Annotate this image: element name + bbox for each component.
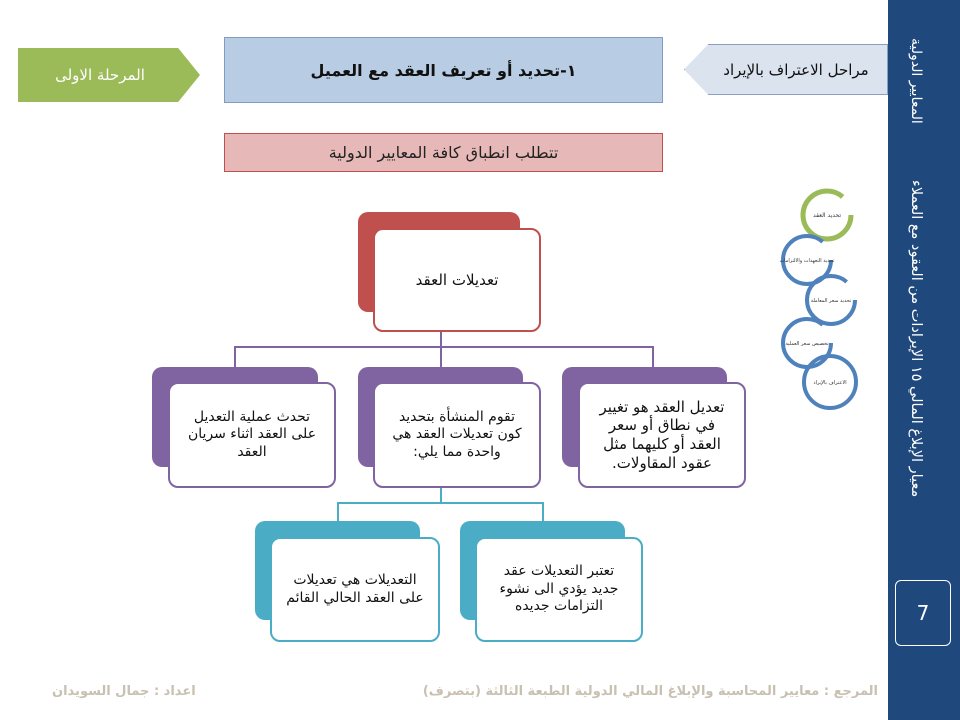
step-ring-5: [802, 354, 858, 410]
sidebar-title-top: المعايير الدولية: [908, 38, 924, 124]
step-label: تخصيص سعر العملية: [785, 341, 829, 347]
footer-author: اعداد : جمال السويدان: [52, 684, 196, 699]
level2-node: تحدث عملية التعديل على العقد اثناء سريان…: [168, 382, 336, 488]
step-label: تحديد التعهدات والالتزامات: [779, 258, 835, 264]
step-label: تحديد العقد: [813, 212, 841, 219]
root-node: تعديلات العقد: [373, 228, 541, 332]
requirement-box: تتطلب انطباق كافة المعايير الدولية: [224, 133, 663, 172]
page-number: 7: [895, 580, 951, 646]
level3-node: التعديلات هي تعديلات على العقد الحالي ال…: [270, 537, 440, 642]
sidebar-title-main: معيار الإبلاغ المالي ١٥ الإيرادات من الع…: [908, 180, 924, 498]
step-ring-1: [800, 188, 854, 242]
level3-node: تعتبر التعديلات عقد جديد يؤدي الى نشوء ا…: [475, 537, 643, 642]
step-ring-3: [805, 274, 857, 326]
step-ring-2: [781, 234, 833, 286]
footer-reference: المرجع : معايير المحاسبة والإبلاغ المالي…: [422, 684, 878, 699]
level2-node: تعديل العقد هو تغيير في نطاق أو سعر العق…: [578, 382, 746, 488]
phase-label: المرحلة الاولى: [18, 48, 200, 102]
step-label: تحديد سعر المعاملة: [811, 298, 852, 304]
banner-title: ١-تحديد أو تعريف العقد مع العميل: [224, 37, 663, 103]
level2-node: تقوم المنشأة بتحديد كون تعديلات العقد هي…: [373, 382, 541, 488]
step-label: الاعتراف بالإيراد: [813, 380, 846, 386]
sidebar: المعايير الدولية معيار الإبلاغ المالي ١٥…: [888, 0, 960, 720]
steps-cycle: تحديد العقد تحديد التعهدات والالتزامات ت…: [779, 188, 858, 410]
stage-label: مراحل الاعتراف بالإيراد: [684, 44, 888, 95]
